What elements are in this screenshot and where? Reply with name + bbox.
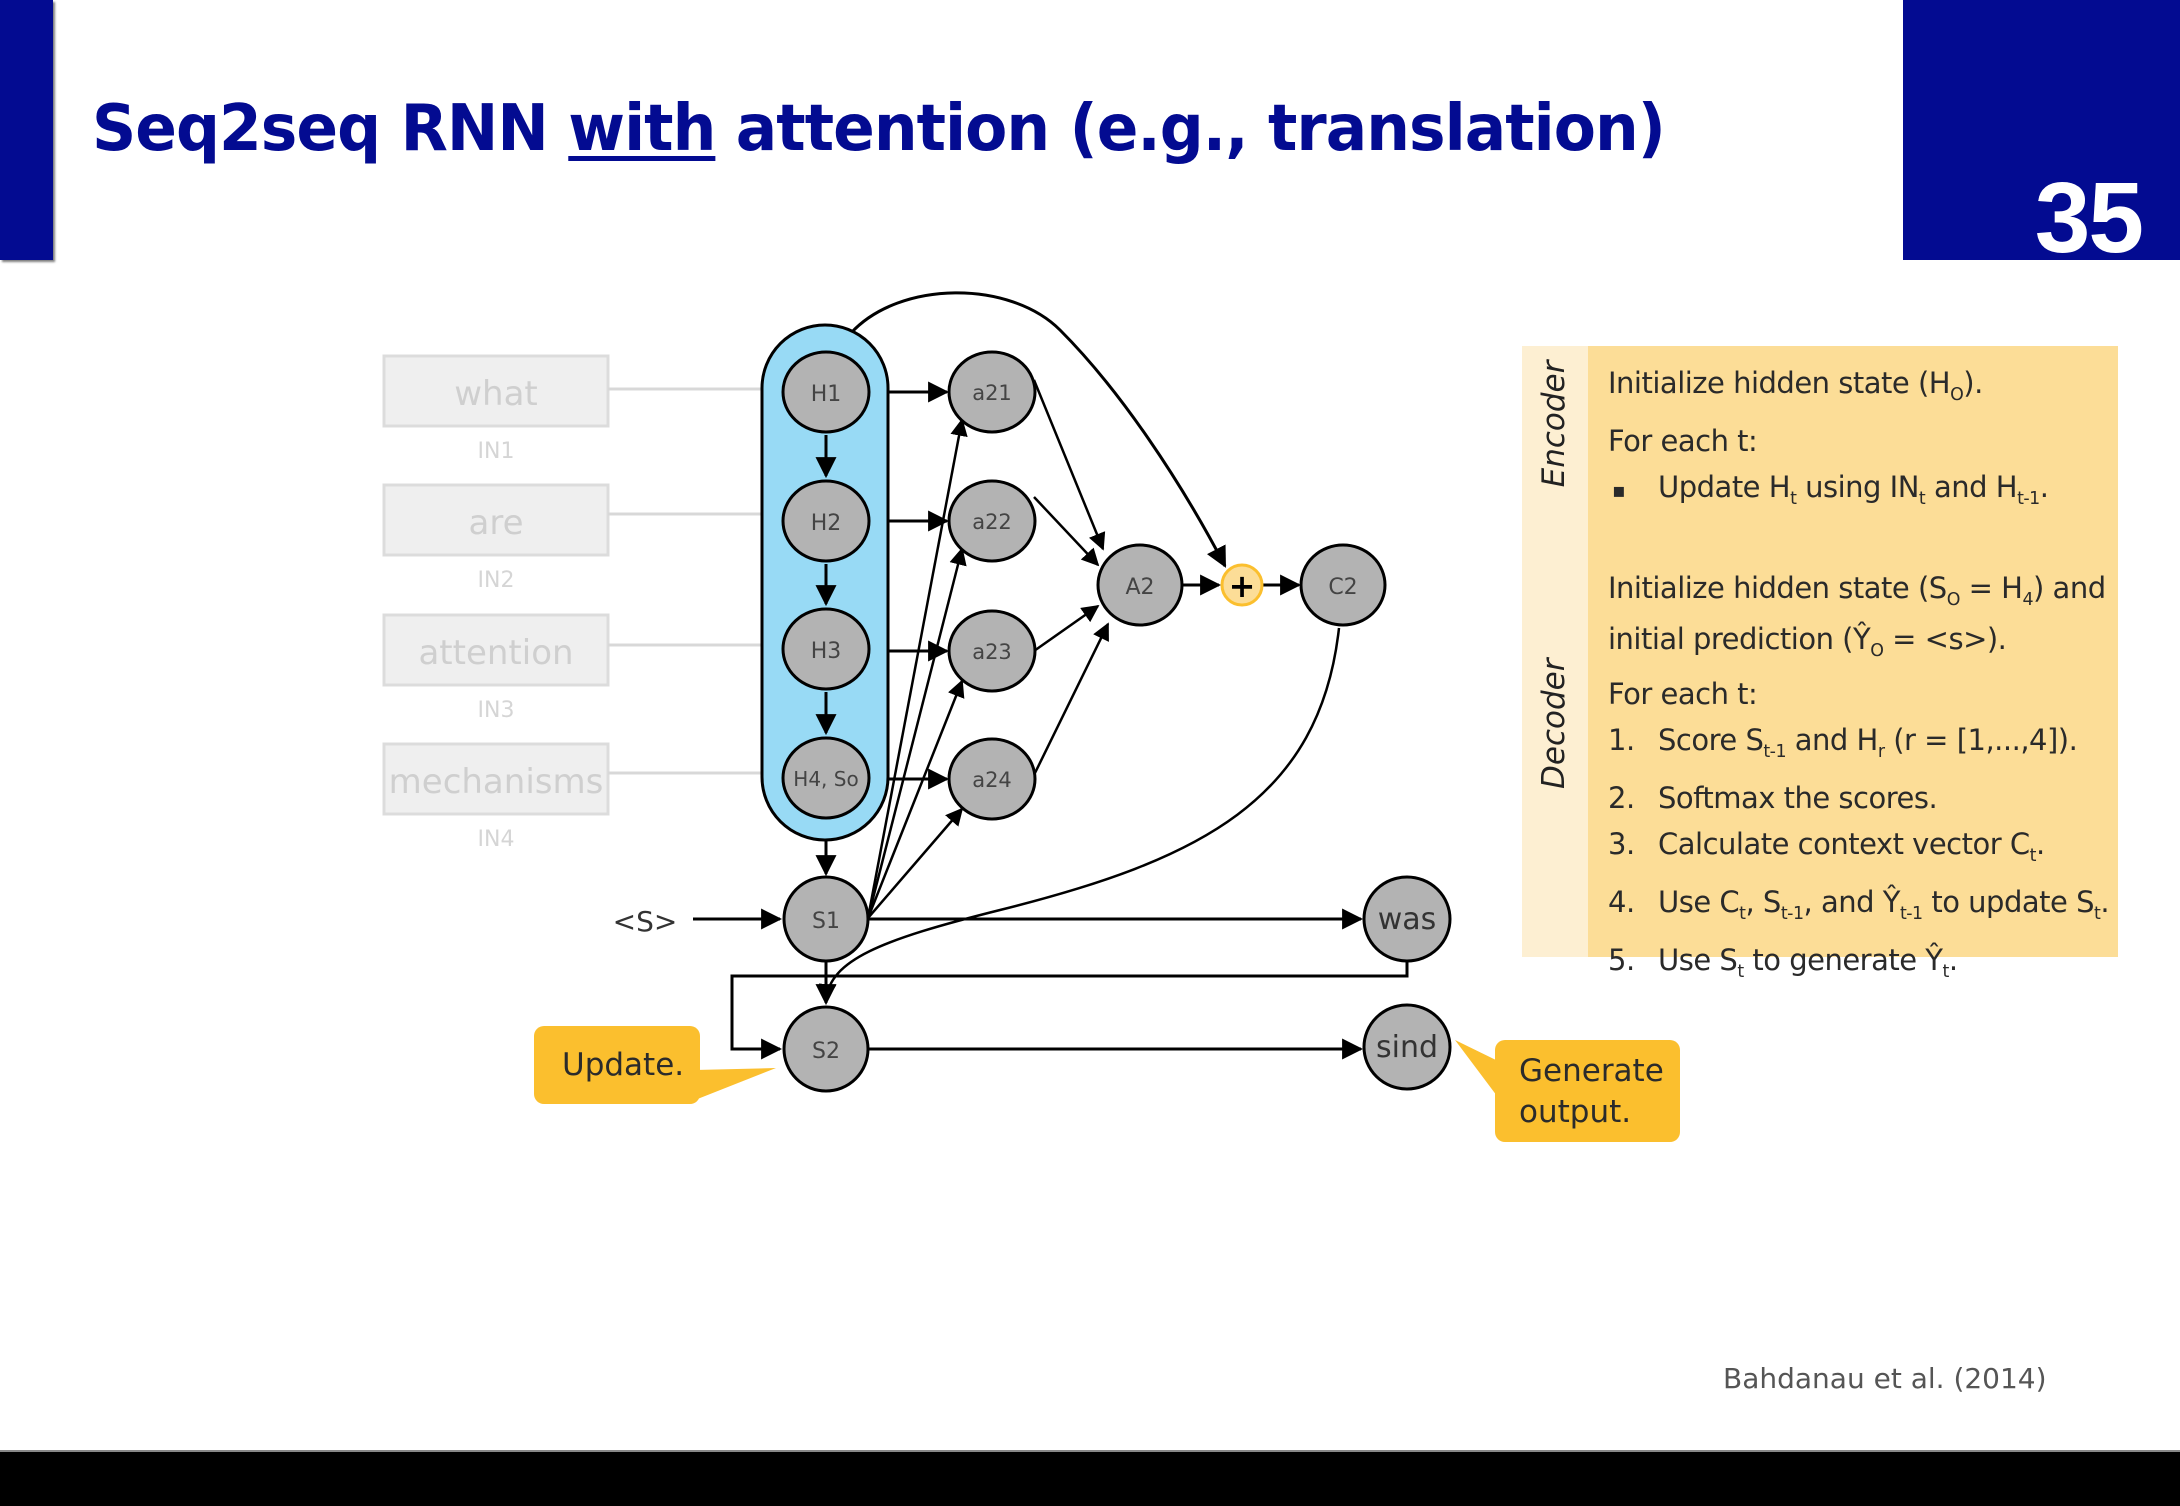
generate-output-callout: Generate output. (1495, 1040, 1680, 1142)
svg-text:S2: S2 (812, 1039, 840, 1064)
input-box-what: what IN1 (382, 354, 610, 464)
svg-text:S1: S1 (812, 909, 840, 934)
title-text-start: Seq2seq RNN (92, 92, 569, 166)
node-s2: S2 (782, 1005, 870, 1093)
encoder-section-label: Encoder (1536, 360, 1572, 488)
node-a24: a24 (947, 737, 1037, 821)
svg-text:sind: sind (1376, 1030, 1438, 1065)
input-box-mechanisms: mechanisms IN4 (382, 742, 610, 852)
title-underlined-word: with (568, 92, 716, 166)
node-c2-context: C2 (1299, 543, 1387, 627)
bottom-black-bar (0, 1450, 2180, 1506)
input-connectors (608, 387, 762, 775)
encoder-for-each-line: For each t: (1608, 423, 1758, 458)
svg-text:a24: a24 (972, 768, 1012, 792)
decoder-step-3: 3.Calculate context vector Ct. (1608, 826, 2045, 866)
input-box-are: are IN2 (382, 483, 610, 593)
input-label: IN1 (478, 439, 515, 464)
svg-text:H3: H3 (811, 639, 842, 664)
input-word: mechanisms (389, 762, 604, 802)
bullet-icon: ▪ (1612, 477, 1626, 502)
node-a2-aggregate: A2 (1096, 543, 1184, 627)
left-accent-bar (0, 0, 53, 260)
decoder-for-each-line: For each t: (1608, 677, 1758, 712)
node-a22: a22 (947, 479, 1037, 563)
node-h4-s0: H4, So (781, 736, 871, 820)
svg-text:H2: H2 (811, 511, 842, 536)
encoder-init-line: Initialize hidden state (HO). (1608, 366, 1983, 405)
generate-callout-line2: output. (1519, 1094, 1632, 1130)
svg-text:A2: A2 (1125, 575, 1154, 600)
decoder-to-attention-arrows (866, 418, 968, 919)
node-output-sind: sind (1362, 1003, 1452, 1091)
page-number-box: 35 (1903, 0, 2180, 260)
generate-callout-line1: Generate (1519, 1053, 1664, 1089)
edge-was-feedback-to-s2 (730, 962, 1409, 1060)
svg-text:a22: a22 (972, 510, 1012, 534)
decoder-step-5: 5.Use St to generate Ŷt. (1608, 942, 1958, 982)
edge-context-to-s2 (818, 627, 1341, 1002)
title-text-end: attention (e.g., translation) (715, 92, 1666, 166)
svg-text:a23: a23 (972, 640, 1012, 664)
plus-icon: + (1229, 567, 1256, 605)
node-a23: a23 (947, 609, 1037, 693)
generate-callout-tail (1455, 1040, 1500, 1100)
input-label: IN4 (478, 827, 515, 852)
node-h1: H1 (781, 350, 871, 434)
input-label: IN2 (478, 568, 515, 593)
update-callout: Update. (534, 1026, 700, 1104)
encoder-update-line: ▪Update Ht using INt and Ht-1. (1608, 464, 2109, 522)
citation: Bahdanau et al. (2014) (1723, 1362, 2047, 1395)
input-word: are (469, 503, 524, 543)
decoder-step-2: 2.Softmax the scores. (1608, 780, 1938, 815)
svg-text:a21: a21 (972, 381, 1012, 405)
plus-node: + (1220, 563, 1264, 607)
node-output-was: was (1362, 875, 1452, 963)
input-word: what (454, 374, 538, 414)
algorithm-lines: Initialize hidden state (HO). For each t… (1608, 360, 2110, 994)
svg-text:H4, So: H4, So (793, 767, 858, 791)
page-number: 35 (2034, 162, 2144, 260)
decoder-init-line-2: initial prediction (ŶO = <s>). (1608, 622, 2007, 662)
input-label: IN3 (478, 698, 515, 723)
start-token: <S> (613, 905, 678, 938)
node-h2: H2 (781, 479, 871, 563)
node-s1: S1 (782, 875, 870, 963)
input-box-attention: attention IN3 (382, 613, 610, 723)
svg-text:was: was (1378, 902, 1437, 937)
decoder-init-line-1: Initialize hidden state (SO = H4) and (1608, 570, 2106, 610)
update-callout-text: Update. (562, 1047, 685, 1083)
node-a21: a21 (947, 350, 1037, 434)
input-word: attention (418, 633, 573, 673)
update-callout-tail (695, 1068, 776, 1100)
node-h3: H3 (781, 607, 871, 691)
slide-title: Seq2seq RNN with attention (e.g., transl… (92, 92, 1666, 166)
section-label-strip (1522, 346, 1588, 957)
decoder-step-4: 4.Use Ct, St-1, and Ŷt-1 to update St. (1608, 884, 2110, 924)
decoder-step-1: 1.Score St-1 and Hr (r = [1,...,4]). (1608, 723, 2078, 762)
algorithm-info-box: Encoder Decoder Initialize hidden state … (1522, 346, 2118, 981)
svg-text:C2: C2 (1328, 575, 1357, 600)
decoder-section-label: Decoder (1536, 658, 1572, 789)
edge-encoder-to-plus (849, 291, 1227, 568)
svg-text:H1: H1 (811, 382, 842, 407)
attention-to-aggregate-arrows (1032, 379, 1110, 776)
